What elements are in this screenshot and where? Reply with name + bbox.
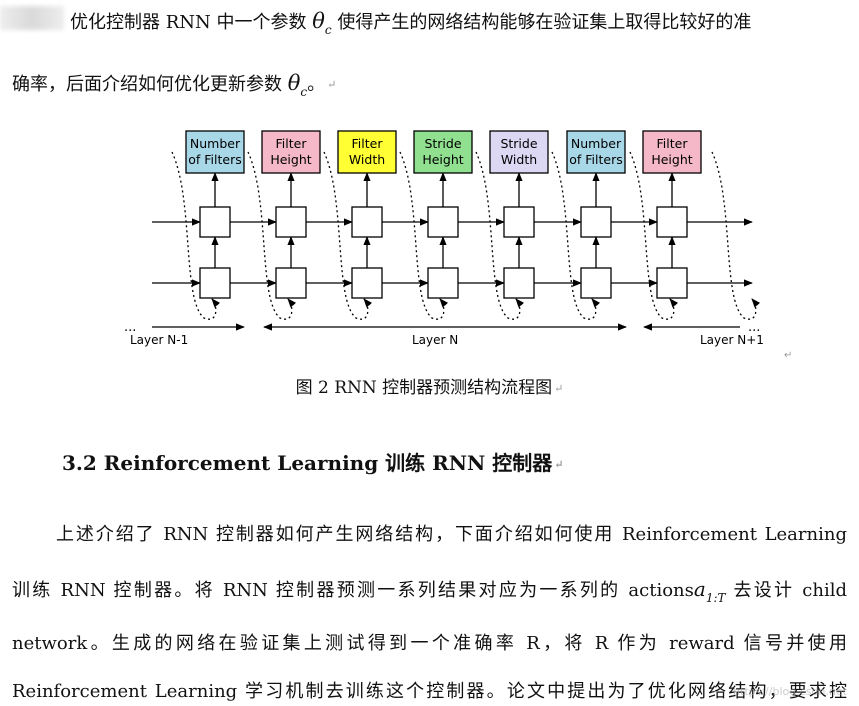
- prediction-label-line-1: Stride: [500, 136, 537, 151]
- paragraph-line-1: 优化控制器 RNN 中一个参数 θc 使得产生的网络结构能够在验证集上取得比较好…: [70, 8, 847, 43]
- feedback-curve: [323, 151, 373, 320]
- prediction-label-line-2: of Filters: [569, 152, 623, 167]
- rnn-cell-upper: [275, 206, 307, 238]
- line2-text-start: 确率，后面介绍如何优化更新参数: [12, 74, 282, 95]
- body-line-4: Reinforcement Learning 学习机制去训练这个控制器。论文中提…: [12, 681, 847, 702]
- blurred-region: [0, 6, 64, 30]
- body-line-1: 上述介绍了 RNN 控制器如何产生网络结构，下面介绍如何使用 Reinforce…: [56, 524, 847, 545]
- rnn-cell-lower: [275, 267, 307, 299]
- prediction-label-line-2: Width: [501, 152, 537, 167]
- rnn-cell-lower: [427, 267, 459, 299]
- caption-paragraph-mark: ↵: [554, 381, 564, 395]
- body-line-2-end: 去设计 child: [733, 580, 848, 601]
- layer-label-middle: Layer N: [412, 333, 458, 347]
- rnn-cell-upper: [656, 206, 688, 238]
- prediction-box: [489, 130, 549, 174]
- paragraph-mark: ↵: [327, 78, 337, 91]
- feedback-curve: [399, 151, 449, 320]
- prediction-label-line-2: Width: [349, 152, 385, 167]
- feedback-curve: [171, 151, 221, 320]
- heading-paragraph-mark: ↵: [554, 457, 564, 471]
- prediction-label-line-1: Number: [571, 136, 622, 151]
- rnn-cell-upper: [199, 206, 231, 238]
- theta-subscript-2: c: [300, 85, 308, 99]
- prediction-box: [185, 130, 245, 174]
- feedback-curve: [629, 151, 679, 320]
- prediction-box: [566, 130, 626, 174]
- rnn-cell-upper: [503, 206, 535, 238]
- prediction-box: [642, 130, 702, 174]
- body-line-2-start: 训练 RNN 控制器。将 RNN 控制器预测一系列结果对应为一系列的 actio…: [12, 580, 694, 601]
- action-symbol: a: [693, 577, 706, 601]
- rnn-cell-lower: [199, 267, 231, 299]
- prediction-label-line-1: Stride: [424, 136, 461, 151]
- rnn-cell-upper: [427, 206, 459, 238]
- body-line-3: network。生成的网络在验证集上测试得到一个准确率 R，将 R 作为 rew…: [12, 633, 847, 654]
- feedback-curve: [247, 151, 297, 320]
- paragraph-line-2: 确率，后面介绍如何优化更新参数 θc。↵: [12, 70, 847, 105]
- feedback-curve: [551, 151, 601, 320]
- prediction-label-line-2: Height: [651, 152, 692, 167]
- feedback-curve: [711, 151, 761, 320]
- prediction-label-line-2: Height: [270, 152, 311, 167]
- prediction-label-line-1: Filter: [276, 136, 308, 151]
- prediction-label-line-2: of Filters: [188, 152, 242, 167]
- body-line-2: 训练 RNN 控制器。将 RNN 控制器预测一系列结果对应为一系列的 actio…: [12, 576, 847, 611]
- figure-caption: 图 2 RNN 控制器预测结构流程图↵: [0, 376, 859, 401]
- rnn-cell-upper: [351, 206, 383, 238]
- prediction-box: [261, 130, 321, 174]
- layer-label-right: Layer N+1: [700, 333, 764, 347]
- theta-symbol-2: θ: [287, 71, 301, 95]
- prediction-box: [337, 130, 397, 174]
- prediction-label-line-1: Number: [190, 136, 241, 151]
- rnn-cell-upper: [580, 206, 612, 238]
- caption-text: 图 2 RNN 控制器预测结构流程图: [295, 378, 553, 398]
- figure-paragraph-mark: ↵: [784, 350, 792, 361]
- ellipsis-right: ...: [748, 320, 760, 335]
- line1-text-start: 优化控制器 RNN 中一个参数: [70, 12, 307, 33]
- heading-text: 3.2 Reinforcement Learning 训练 RNN 控制器: [62, 451, 553, 475]
- feedback-curve: [475, 151, 525, 320]
- prediction-box: [413, 130, 473, 174]
- rnn-cell-lower: [656, 267, 688, 299]
- rnn-cell-lower: [580, 267, 612, 299]
- line1-text-end: 使得产生的网络结构能够在验证集上取得比较好的准: [337, 12, 752, 33]
- theta-subscript: c: [324, 23, 332, 37]
- ellipsis-left: ...: [124, 320, 136, 335]
- section-heading: 3.2 Reinforcement Learning 训练 RNN 控制器↵: [62, 450, 564, 478]
- action-subscript: 1:T: [705, 591, 726, 605]
- line2-text-end: 。: [307, 74, 326, 95]
- rnn-cell-lower: [503, 267, 535, 299]
- rnn-cell-lower: [351, 267, 383, 299]
- prediction-label-line-1: Filter: [352, 136, 384, 151]
- theta-symbol: θ: [312, 9, 325, 33]
- prediction-label-line-1: Filter: [657, 136, 689, 151]
- prediction-label-line-2: Height: [422, 152, 463, 167]
- watermark: https://blog.csdn.net: [733, 685, 847, 698]
- layer-label-left: Layer N-1: [130, 333, 188, 347]
